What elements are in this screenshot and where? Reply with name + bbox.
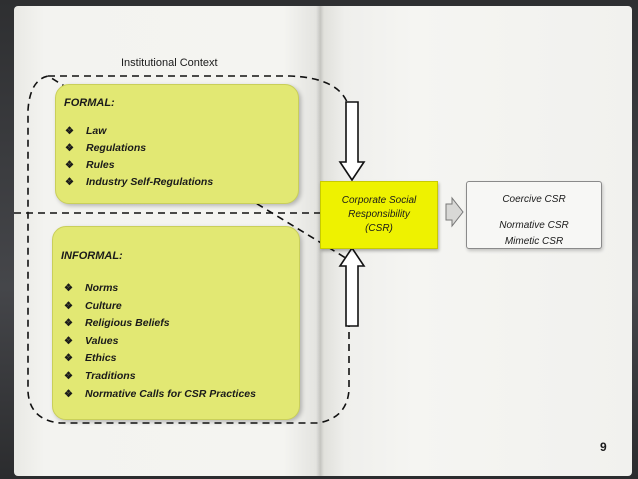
formal-box: FORMAL: ❖Law ❖Regulations ❖Rules ❖Indust… <box>55 84 299 204</box>
down-arrow <box>338 101 366 182</box>
csr-types-box: Coercive CSR Normative CSR Mimetic CSR <box>466 181 602 249</box>
csr-type-coercive: Coercive CSR <box>502 194 566 205</box>
list-item: ❖Culture <box>64 298 256 316</box>
page-number: 9 <box>600 440 607 454</box>
list-item: ❖Religious Beliefs <box>64 315 256 333</box>
csr-type-normative: Normative CSR <box>499 220 569 231</box>
list-item: ❖Ethics <box>64 350 256 368</box>
diamond-bullet-icon: ❖ <box>65 177 74 188</box>
csr-box: Corporate Social Responsibility (CSR) <box>320 181 438 249</box>
diamond-bullet-icon: ❖ <box>65 143 74 154</box>
formal-list: ❖Law ❖Regulations ❖Rules ❖Industry Self-… <box>65 123 213 191</box>
diamond-bullet-icon: ❖ <box>64 300 73 312</box>
diamond-bullet-icon: ❖ <box>65 126 74 137</box>
list-item: ❖Law <box>65 123 213 140</box>
informal-list: ❖Norms ❖Culture ❖Religious Beliefs ❖Valu… <box>64 280 256 403</box>
diamond-bullet-icon: ❖ <box>65 160 74 171</box>
list-item: ❖Rules <box>65 157 213 174</box>
diamond-bullet-icon: ❖ <box>64 370 73 382</box>
csr-line-3: (CSR) <box>365 223 393 234</box>
list-item: ❖Norms <box>64 280 256 298</box>
list-item: ❖Values <box>64 333 256 351</box>
list-item: ❖Normative Calls for CSR Practices <box>64 386 256 404</box>
diamond-bullet-icon: ❖ <box>64 388 73 400</box>
diamond-bullet-icon: ❖ <box>64 283 73 294</box>
csr-line-1: Corporate Social <box>341 195 417 206</box>
list-item: ❖Traditions <box>64 368 256 386</box>
diamond-bullet-icon: ❖ <box>64 335 73 347</box>
list-item: ❖Industry Self-Regulations <box>65 174 213 191</box>
informal-heading: INFORMAL: <box>61 250 123 262</box>
up-arrow <box>338 246 366 327</box>
diamond-bullet-icon: ❖ <box>64 353 73 365</box>
diamond-bullet-icon: ❖ <box>64 318 73 330</box>
csr-label: Corporate Social Responsibility (CSR) <box>342 194 416 236</box>
csr-type-mimetic: Mimetic CSR <box>504 236 564 247</box>
list-item: ❖Regulations <box>65 140 213 157</box>
csr-line-2: Responsibility <box>348 209 410 220</box>
right-arrow <box>445 196 464 228</box>
informal-box: INFORMAL: ❖Norms ❖Culture ❖Religious Bel… <box>52 226 300 420</box>
formal-heading: FORMAL: <box>64 97 115 109</box>
institutional-context-title: Institutional Context <box>121 57 218 69</box>
